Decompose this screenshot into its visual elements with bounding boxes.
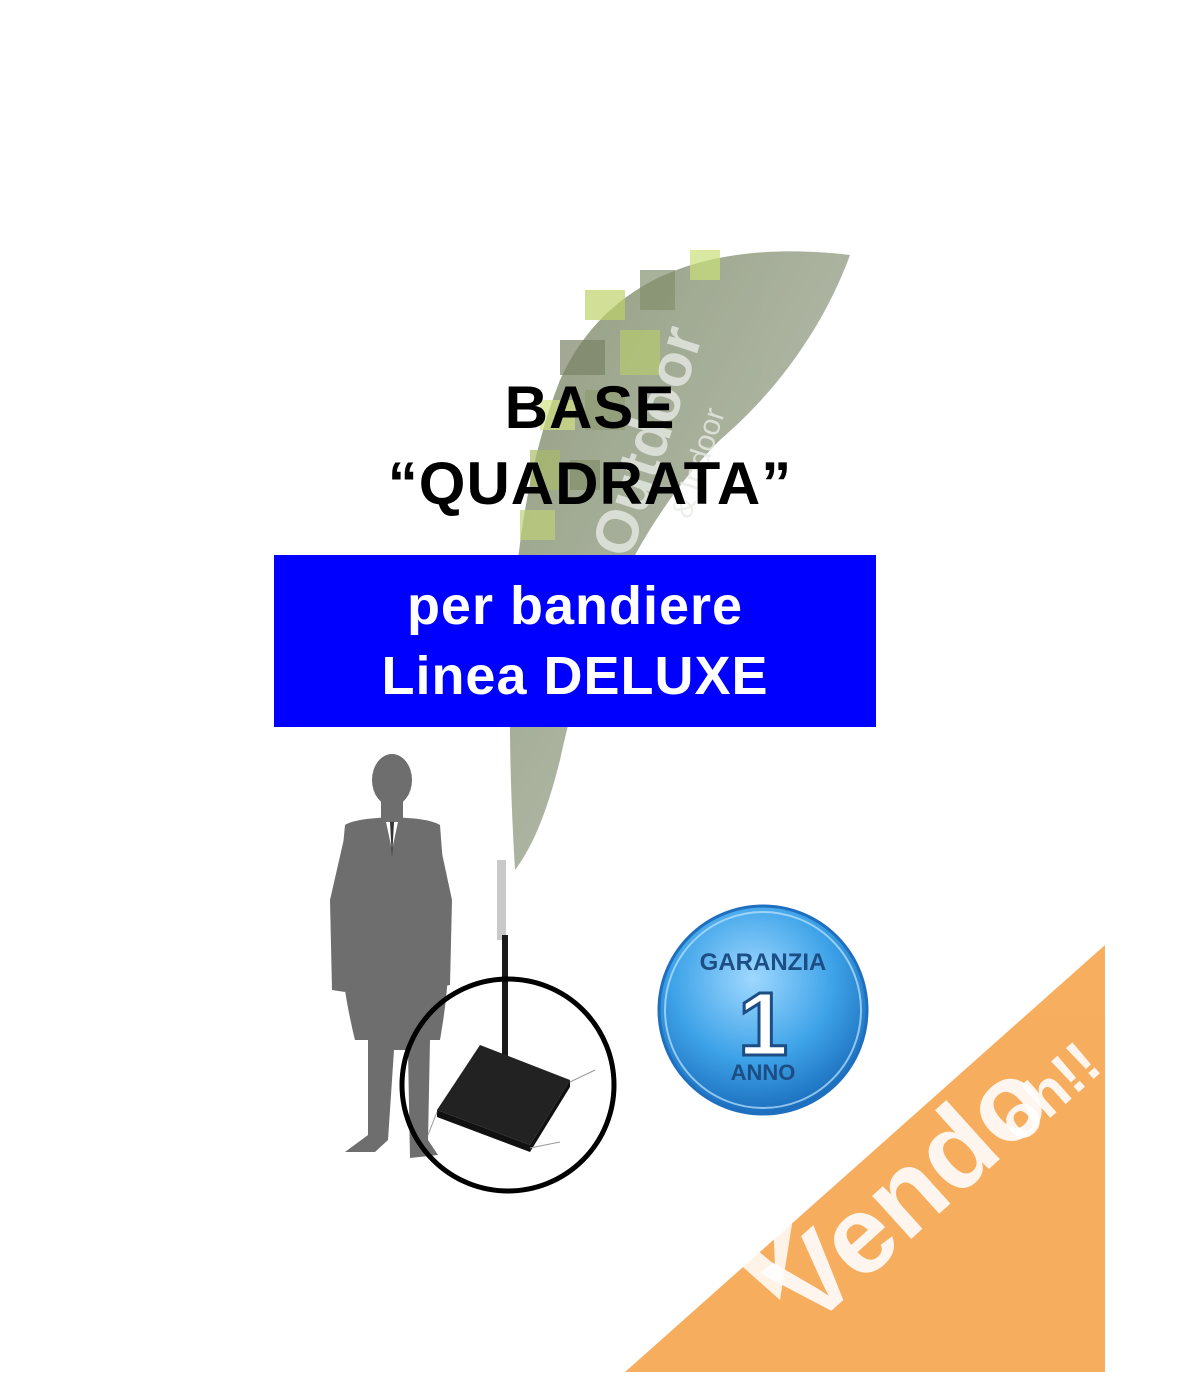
blue-banner: [274, 555, 876, 727]
feather-flag: Outdoor & Indoor: [509, 250, 850, 870]
person-silhouette: [330, 754, 452, 1158]
badge-top-text: GARANZIA: [700, 949, 827, 976]
headline-line-1: BASE: [504, 374, 676, 441]
warranty-badge: GARANZIA 1 ANNO: [657, 904, 869, 1116]
flag-pole: [497, 860, 508, 1080]
square-base: [427, 1045, 596, 1152]
badge-bottom-text: ANNO: [731, 1060, 796, 1085]
banner-line-1: per bandiere: [406, 576, 744, 636]
flag-print-blocks: [520, 250, 720, 540]
banner-line-2: Linea DELUXE: [381, 646, 769, 706]
highlight-circle: [399, 976, 617, 1194]
headline-line-2: “QUADRATA”: [387, 450, 793, 517]
badge-number: 1: [738, 975, 788, 1075]
